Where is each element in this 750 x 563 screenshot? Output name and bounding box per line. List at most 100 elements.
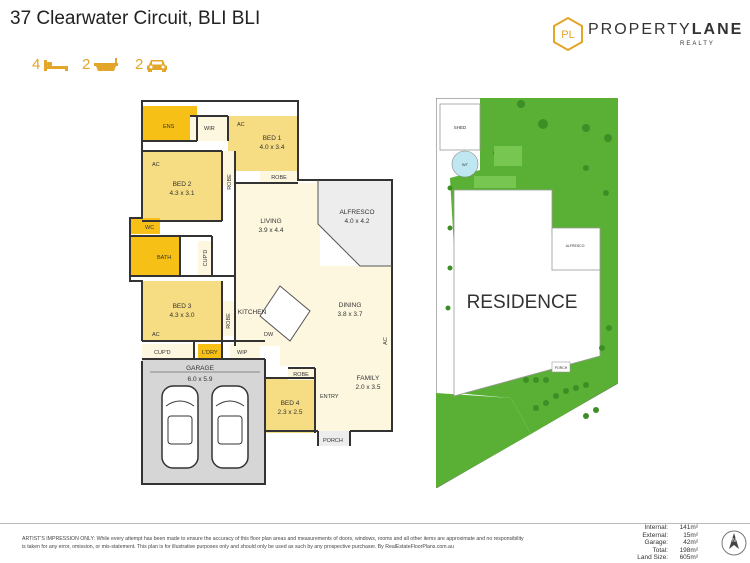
- living-dim: 3.9 x 4.4: [259, 227, 284, 234]
- area-row-internal: Internal:141m²: [644, 524, 699, 531]
- area-row-external: External:15m²: [642, 531, 698, 539]
- floor-plan: ENS WIR AC BED 1 4.0 x 3.4 AC BED 2 4.3 …: [129, 100, 393, 485]
- wip-area: [230, 344, 260, 359]
- shed: [439, 103, 481, 151]
- site-alfresco-label: ALFRESCO: [566, 244, 585, 248]
- area-row-total: Total:198m²: [652, 546, 698, 554]
- property-features: 4 2 2: [32, 56, 172, 76]
- cupd-label: CUP'D: [203, 250, 209, 267]
- bed1-label: BED 1: [263, 135, 282, 142]
- ensuite-area: [142, 106, 197, 141]
- bathroom-count: 2: [82, 56, 91, 73]
- bath-icon: [94, 58, 118, 71]
- ac-label: AC: [237, 122, 245, 128]
- bath-label: BATH: [157, 255, 171, 261]
- bed2-area: [142, 151, 222, 221]
- area-row-garage: Garage:42m²: [644, 539, 699, 546]
- ac-label: AC: [152, 332, 160, 338]
- wip-label: WIP: [237, 350, 248, 356]
- site-alfresco: [551, 227, 601, 271]
- alfresco-area: [318, 180, 392, 266]
- living-label: LIVING: [260, 218, 281, 225]
- disclaimer-line-1: ARTIST'S IMPRESSION ONLY: While every at…: [22, 536, 524, 542]
- car-icon: [147, 60, 167, 72]
- laundry-area: [198, 344, 222, 359]
- disclaimer-text: ARTIST'S IMPRESSION ONLY: While every at…: [22, 535, 582, 551]
- ens-label: ENS: [163, 124, 175, 130]
- dining-family-area: [280, 266, 392, 431]
- porch-area: [318, 431, 350, 446]
- logo-brand-name: PROPERTYLANE: [588, 21, 743, 39]
- family-dim: 2.0 x 3.5: [356, 384, 381, 391]
- walls: [129, 100, 393, 485]
- water-tank: [451, 150, 479, 178]
- dw-label: DW: [264, 332, 274, 338]
- bed4-dim: 2.3 x 2.5: [278, 409, 303, 416]
- bath-area: [130, 236, 180, 276]
- site-porch: [551, 361, 571, 373]
- bed3-dim: 4.3 x 3.0: [170, 312, 195, 319]
- kitchen-island: [259, 285, 311, 342]
- cupd-label: CUP'D: [154, 350, 171, 356]
- bed-icon: [44, 60, 68, 71]
- front-lawn: [436, 393, 531, 488]
- bed2-label: BED 2: [173, 181, 192, 188]
- alfresco-outline: [317, 180, 392, 267]
- hexagon-logo-icon: PL: [553, 17, 583, 51]
- kitchen-label: KITCHEN: [238, 309, 267, 316]
- bed2-dim: 4.3 x 3.1: [170, 190, 195, 197]
- cupd1-area: [198, 241, 212, 276]
- family-label: FAMILY: [357, 375, 380, 382]
- garage-count: 2: [135, 56, 144, 73]
- site-plan: SHED WT ALFRESCO RESIDENCE PORCH: [436, 98, 618, 488]
- bed1-area: [228, 116, 298, 171]
- robe-label: ROBE: [227, 174, 233, 190]
- bed1-dim: 4.0 x 3.4: [260, 144, 285, 151]
- area-row-land-size: Land Size:605m²: [637, 554, 698, 561]
- residence-label: RESIDENCE: [467, 292, 578, 313]
- water-tank-label: WT: [462, 162, 469, 167]
- robe-label: ROBE: [293, 372, 309, 378]
- car-icon: [161, 385, 199, 469]
- dining-label: DINING: [339, 302, 362, 309]
- robe1-area: [222, 151, 235, 186]
- porch-label: PORCH: [323, 438, 343, 444]
- robe-label: ROBE: [226, 313, 232, 329]
- disclaimer-line-2: is taken for any error, omission, or mis…: [22, 544, 454, 550]
- bed4-area: [265, 378, 315, 433]
- wc-label: WC: [145, 225, 154, 231]
- bed3-area: [142, 281, 222, 341]
- bed4-label: BED 4: [281, 400, 300, 407]
- footer-divider: [0, 523, 750, 524]
- bedroom-count: 4: [32, 56, 41, 73]
- robe3-area: [222, 301, 235, 336]
- cupd2-area: [142, 344, 194, 359]
- logo-subtitle: REALTY: [680, 41, 715, 47]
- property-address-title: 37 Clearwater Circuit, BLI BLI: [10, 8, 261, 29]
- ac-label: AC: [383, 337, 389, 345]
- logo-brand-bold: PROPERTY: [588, 21, 692, 38]
- garage-label: GARAGE: [186, 365, 214, 372]
- robe-label: ROBE: [271, 175, 287, 181]
- site-porch-label: PORCH: [555, 366, 568, 370]
- entry-label: ENTRY: [320, 394, 339, 400]
- shed-label: SHED: [454, 125, 467, 130]
- alfresco-dim: 4.0 x 4.2: [345, 218, 370, 225]
- dining-dim: 3.8 x 3.7: [338, 311, 363, 318]
- alfresco-label: ALFRESCO: [339, 209, 374, 216]
- shrubs: [445, 100, 612, 419]
- compass-icon: N: [721, 530, 747, 556]
- wir-label: WIR: [204, 126, 215, 132]
- robe2-area: [260, 171, 298, 183]
- ac-label: AC: [152, 162, 160, 168]
- car-icon: [211, 385, 249, 469]
- compass-north-label: N: [732, 538, 736, 544]
- garden-beds: [474, 146, 522, 188]
- logo-brand-light: LANE: [691, 21, 744, 38]
- logo-mark-text: PL: [561, 29, 574, 41]
- garage-dim: 6.0 x 5.9: [188, 376, 213, 383]
- property-lane-logo[interactable]: PL PROPERTYLANE REALTY: [552, 17, 742, 51]
- bed3-label: BED 3: [173, 303, 192, 310]
- laundry-label: L'DRY: [202, 350, 218, 356]
- area-summary: Internal:141m² External:15m² Garage:42m²…: [622, 524, 698, 562]
